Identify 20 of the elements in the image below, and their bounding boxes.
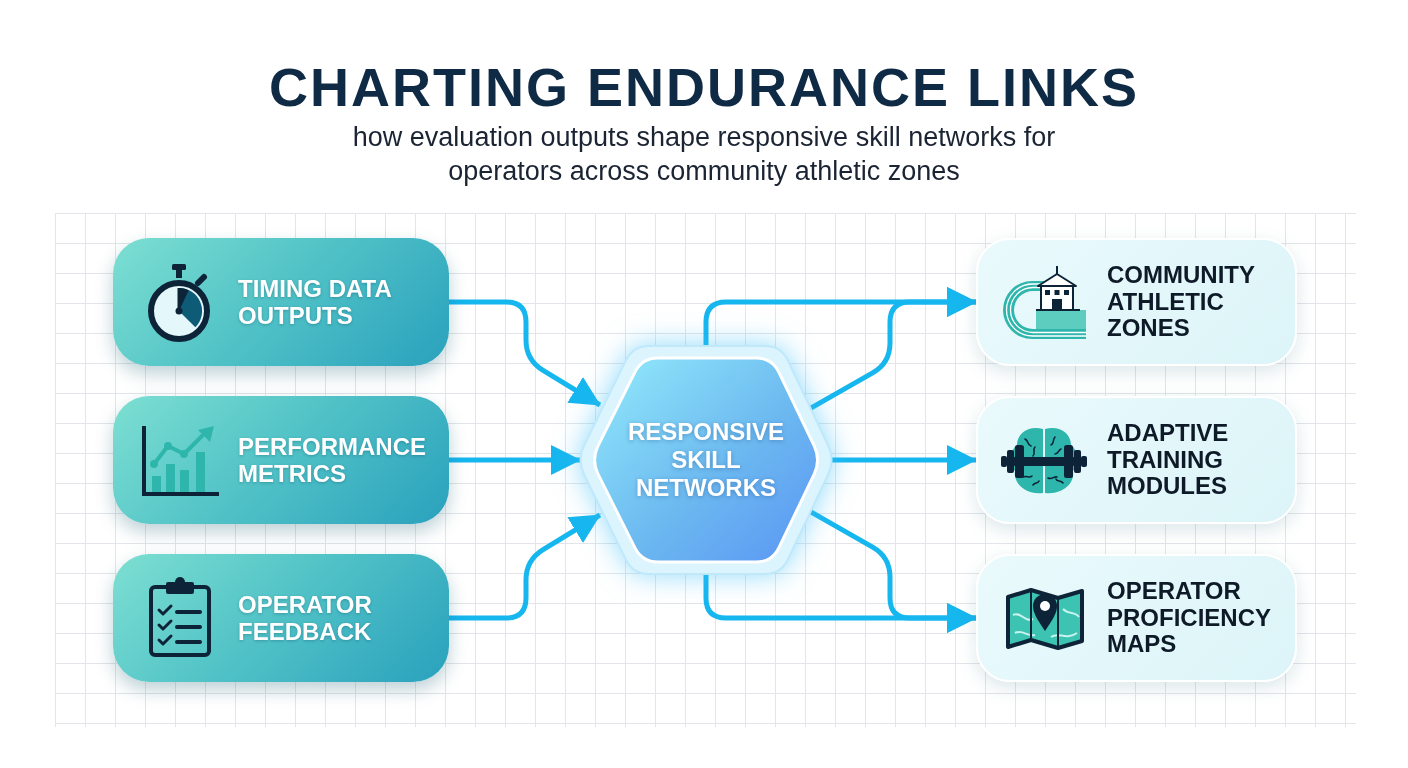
output-card bbox=[976, 396, 1297, 524]
arrow bbox=[449, 299, 602, 408]
arrow bbox=[449, 512, 602, 621]
node-label: COMMUNITY ATHLETIC ZONES bbox=[1107, 262, 1256, 342]
node-label: OPERATOR FEEDBACK bbox=[238, 591, 373, 645]
node-label: PERFORMANCE METRICS bbox=[238, 433, 427, 487]
input-box bbox=[113, 396, 449, 524]
node-label: TIMING DATA OUTPUTS bbox=[238, 275, 392, 329]
arrow bbox=[809, 509, 977, 633]
output-card bbox=[976, 554, 1297, 682]
input-box bbox=[113, 554, 449, 682]
arrow bbox=[449, 445, 581, 475]
output-card bbox=[976, 238, 1297, 366]
arrow bbox=[832, 445, 977, 475]
subtitle: how evaluation outputs shape responsive skill networks for operators across community athletic zones bbox=[351, 121, 1057, 188]
node-label: RESPONSIVE SKILL NETWORKS bbox=[626, 418, 785, 502]
node-label: OPERATOR PROFICIENCY MAPS bbox=[1107, 578, 1272, 658]
title: CHARTING ENDURANCE LINKS bbox=[268, 58, 1140, 116]
input-box bbox=[113, 238, 449, 366]
node-label: ADAPTIVE TRAINING MODULES bbox=[1107, 420, 1230, 500]
